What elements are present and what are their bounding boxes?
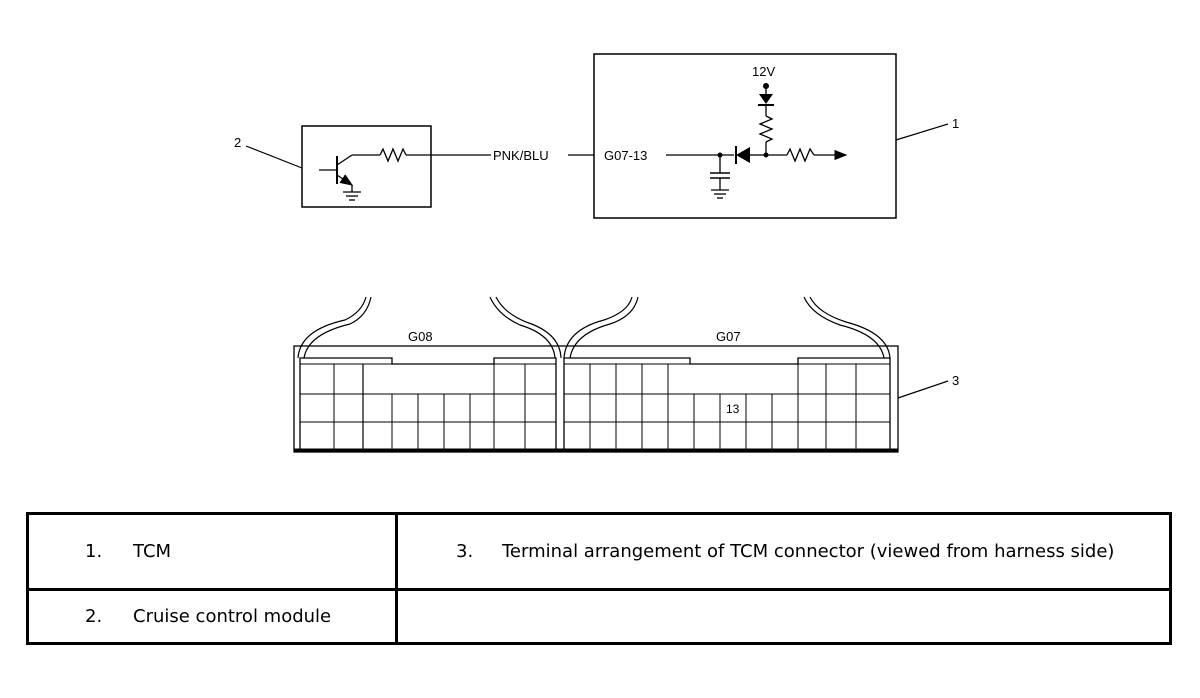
legend-number: 1. [85,540,103,562]
legend-cell: 3. Terminal arrangement of TCM connector… [395,512,1172,591]
legend-row: 2. Cruise control module [26,588,1172,645]
connector-g08: G08 [299,329,557,450]
legend-text: Cruise control module [133,605,332,627]
legend-item-cruise-control: 2. Cruise control module [29,606,395,628]
legend-cell: 2. Cruise control module [26,588,398,645]
connector-label-g08: G08 [408,329,433,344]
legend-text: Terminal arrangement of TCM connector (v… [502,540,1115,562]
cruise-control-module-block [301,125,432,208]
tcm-connector: G08 G07 [293,296,899,453]
connector-label-g07: G07 [716,329,741,344]
wire-pnk-blu: PNK/BLU [431,148,594,163]
connector-g07: G07 13 [563,329,891,450]
legend-cell: 1. TCM [26,512,398,591]
legend-table: 1. TCM 3. Terminal arrangement of TCM co… [26,512,1172,645]
callout-1: 1 [895,116,959,141]
tcm-block: G07-13 12V [593,53,897,219]
legend-cell-empty [395,588,1172,645]
wire-color-label: PNK/BLU [493,148,549,163]
callout-number: 3 [952,373,959,388]
legend-item-tcm: 1. TCM [29,541,395,563]
supply-voltage-label: 12V [752,64,775,79]
callout-2: 2 [234,135,303,169]
legend-number: 3. [456,540,474,562]
legend-item-connector: 3. Terminal arrangement of TCM connector… [398,541,1169,563]
legend-row: 1. TCM 3. Terminal arrangement of TCM co… [26,512,1172,591]
pin-label: G07-13 [604,148,647,163]
wiring-diagram: PNK/BLU G07-13 12V [234,53,959,453]
terminal-13-label: 13 [726,402,740,416]
callout-number: 2 [234,135,241,150]
legend-number: 2. [85,605,103,627]
callout-3: 3 [897,373,959,399]
callout-number: 1 [952,116,959,131]
legend-text: TCM [133,540,172,562]
